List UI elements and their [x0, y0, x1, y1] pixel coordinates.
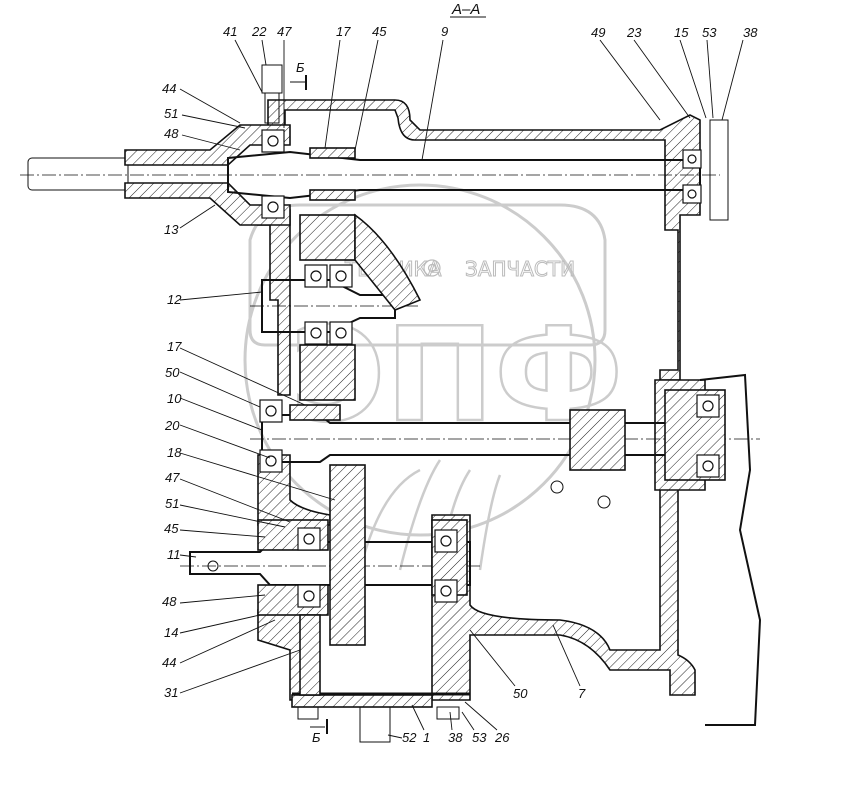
callout-26: 26 — [494, 730, 510, 745]
callout-12: 12 — [167, 292, 182, 307]
callout-38: 38 — [743, 25, 758, 40]
callout-20: 20 — [164, 418, 180, 433]
callout-48: 48 — [164, 126, 179, 141]
callout-14: 14 — [164, 625, 178, 640]
section-marker-top-label: Б — [296, 60, 305, 75]
callout-9: 9 — [441, 24, 448, 39]
callout-47b: 47 — [165, 470, 180, 485]
section-marker-bottom-label: Б — [312, 730, 321, 745]
callout-15: 15 — [674, 25, 689, 40]
gears-bearings — [257, 64, 762, 743]
callout-11: 11 — [167, 547, 181, 562]
callout-51b: 51 — [165, 496, 179, 511]
callout-22: 22 — [251, 24, 267, 39]
section-marker-top: Б — [290, 60, 307, 90]
callout-13: 13 — [164, 222, 179, 237]
callout-52: 52 — [402, 730, 417, 745]
callout-50: 50 — [165, 365, 180, 380]
callout-7: 7 — [578, 686, 586, 701]
callout-47: 47 — [277, 24, 292, 39]
callout-31: 31 — [164, 685, 178, 700]
callout-10: 10 — [167, 391, 182, 406]
callout-49: 49 — [591, 25, 605, 40]
callout-50b: 50 — [513, 686, 528, 701]
callout-23: 23 — [626, 25, 642, 40]
gear-icon — [423, 259, 441, 277]
callouts-top: 41 22 47 17 45 9 49 23 15 53 38 — [223, 24, 758, 161]
watermark-text-right: ЗАПЧАСТИ — [465, 257, 575, 281]
callout-53: 53 — [702, 25, 717, 40]
callout-53b: 53 — [472, 730, 487, 745]
callouts-left: 44 51 48 13 12 17 50 10 20 18 47 51 45 1… — [162, 81, 336, 700]
callout-18: 18 — [167, 445, 182, 460]
callout-41: 41 — [223, 24, 237, 39]
callout-17b: 17 — [167, 339, 182, 354]
section-marker-bottom: Б — [310, 719, 328, 745]
callout-38b: 38 — [448, 730, 463, 745]
callout-44b: 44 — [162, 655, 176, 670]
callout-48b: 48 — [162, 594, 177, 609]
callout-17: 17 — [336, 24, 351, 39]
callout-45b: 45 — [164, 521, 179, 536]
callout-45: 45 — [372, 24, 387, 39]
callout-1: 1 — [423, 730, 430, 745]
callout-51: 51 — [164, 106, 178, 121]
callouts-bottom: 52 1 38 53 26 50 7 — [387, 624, 586, 745]
section-title: А–А — [451, 1, 480, 18]
callout-44: 44 — [162, 81, 176, 96]
